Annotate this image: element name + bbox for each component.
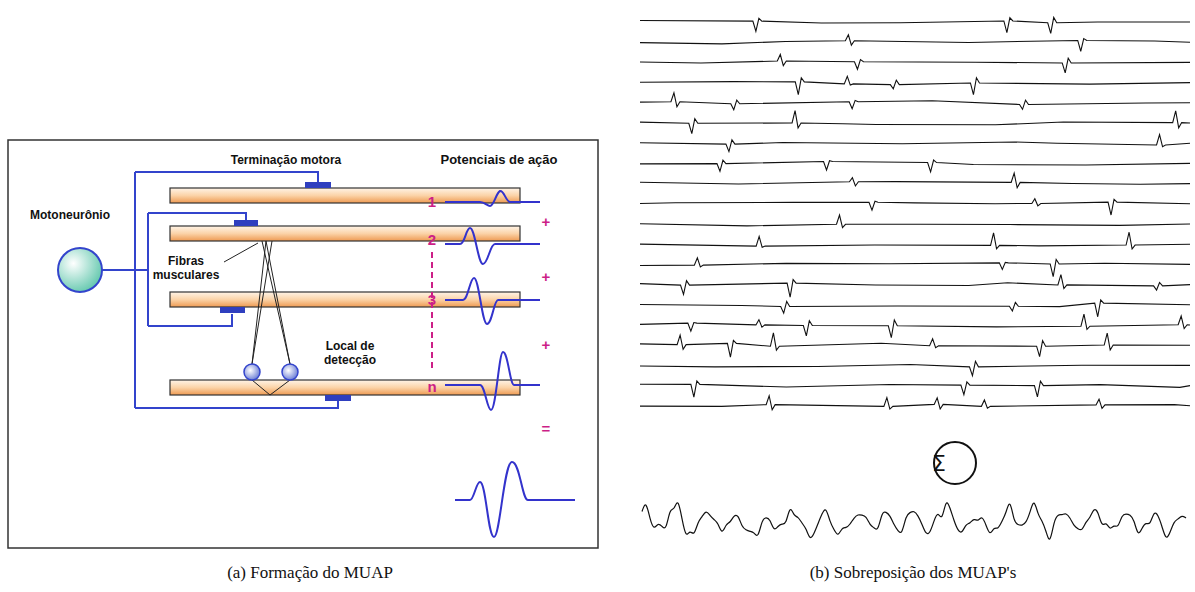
muap-trace <box>640 258 1190 277</box>
motor-wires <box>102 172 338 408</box>
sum-sign: = <box>542 420 551 437</box>
emg-sum <box>642 503 1186 539</box>
callout-number: n <box>427 378 436 395</box>
ellipsis-line <box>431 252 433 372</box>
emg-signal <box>642 503 1186 539</box>
motor-endplates <box>220 182 351 401</box>
subcaption: (b) Sobreposição dos MUAP's <box>810 563 1017 583</box>
sum-sign: + <box>542 213 551 230</box>
muap-trace <box>640 160 1190 172</box>
leader-line <box>224 243 258 262</box>
muap-trace <box>640 381 1190 397</box>
muap-trace <box>640 135 1190 152</box>
part-label: Terminação motora <box>231 153 341 167</box>
muap-trace <box>640 333 1190 357</box>
node-heading: Motoneurônio <box>30 208 110 222</box>
muap-trace <box>640 76 1190 94</box>
action-potentials <box>445 191 575 537</box>
sum-symbol: Σ <box>932 451 946 476</box>
callout-number: 1 <box>428 193 436 210</box>
muap-trace <box>640 215 1190 228</box>
muap-trains <box>640 17 1190 409</box>
part-label: Fibras musculares <box>147 255 225 283</box>
muap-trace <box>640 361 1190 375</box>
muap-trace <box>640 35 1190 51</box>
muap-trace <box>640 93 1190 110</box>
muap-trace <box>640 300 1190 317</box>
callout-number: 3 <box>428 291 436 308</box>
muap-trace <box>640 173 1190 188</box>
sum-sign: + <box>542 268 551 285</box>
muap-trace <box>640 396 1190 410</box>
panel-border <box>8 140 598 548</box>
detection-electrodes <box>244 364 298 380</box>
callout-number: 2 <box>428 231 436 248</box>
neuron-circle: Motoneurônio <box>26 208 134 294</box>
muap-trace <box>640 17 1190 33</box>
subcaption: (a) Formação do MUAP <box>227 563 393 583</box>
sum-circle: Σ <box>928 440 982 486</box>
part-label: Local de detecção <box>312 340 388 368</box>
column-title: Potenciais de ação <box>440 152 557 167</box>
muap-trace <box>640 232 1190 249</box>
muap-trace <box>640 54 1190 72</box>
muap-trace <box>640 275 1190 298</box>
sum-sign: + <box>542 336 551 353</box>
muap-trace <box>640 111 1190 134</box>
muap-trace <box>640 199 1190 215</box>
